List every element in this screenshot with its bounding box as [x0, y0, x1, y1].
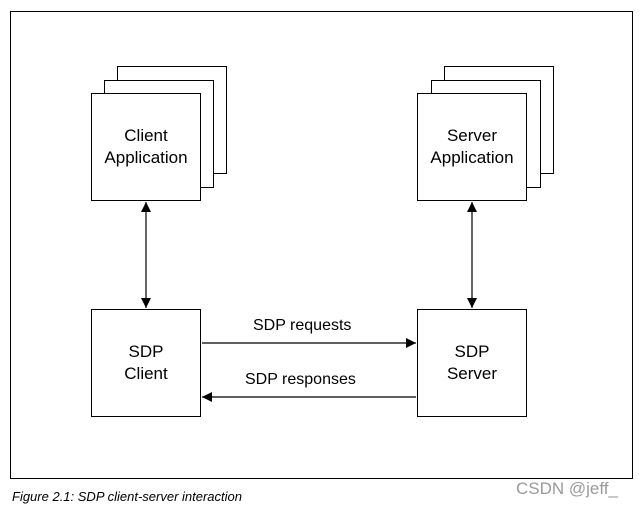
figure-caption: Figure 2.1: SDP client-server interactio… [12, 489, 243, 504]
server-application-line2: Application [430, 148, 514, 167]
sdp-client-line2: Client [124, 364, 168, 383]
client-application-box: Client Application [91, 93, 201, 201]
client-application-line2: Application [104, 148, 188, 167]
server-application-box: Server Application [417, 93, 527, 201]
sdp-server-box: SDP Server [417, 309, 527, 417]
server-application-line1: Server [446, 126, 498, 145]
client-application-line1: Client [124, 126, 168, 145]
sdp-client-box: SDP Client [91, 309, 201, 417]
sdp-requests-label: SDP requests [253, 317, 352, 334]
sdp-server-line1: SDP [454, 342, 490, 361]
sdp-responses-label: SDP responses [245, 371, 356, 388]
watermark: CSDN @jeff_ [516, 479, 618, 498]
sdp-server-line2: Server [446, 364, 498, 383]
sdp-client-line1: SDP [128, 342, 164, 361]
